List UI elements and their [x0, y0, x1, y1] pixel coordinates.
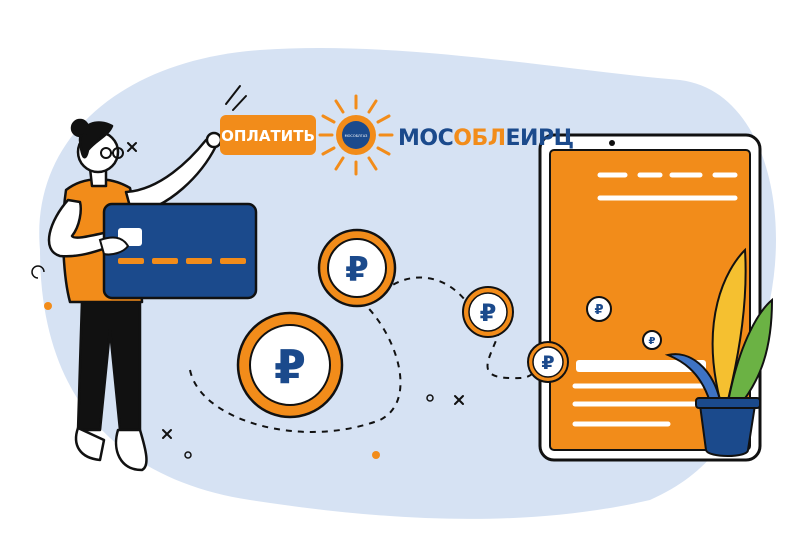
- credit-card: [98, 202, 258, 300]
- coin-large: ₽: [236, 311, 344, 419]
- pay-button[interactable]: ОПЛАТИТЬ: [220, 115, 316, 155]
- decor-arc: [31, 265, 45, 279]
- logo-text-part: ЕИРЦ: [506, 126, 574, 151]
- svg-text:МОСОБЛЕИРЦ: МОСОБЛЕИРЦ: [398, 126, 574, 151]
- decor-dot: [184, 451, 192, 459]
- logo-text-part: ОБЛ: [453, 126, 505, 151]
- coin-small: ₽: [527, 341, 569, 383]
- sparkle-icon: [127, 85, 464, 439]
- ruble-icon: ₽: [274, 340, 306, 394]
- coin-small: ₽: [462, 286, 514, 338]
- mosobleirts-logo: МОСОБЛГАЗ МОСОБЛЕИРЦ: [318, 94, 574, 176]
- decor-dot: [372, 451, 380, 459]
- ruble-icon: ₽: [649, 336, 656, 347]
- ruble-icon: ₽: [345, 250, 369, 290]
- ruble-icon: ₽: [541, 352, 554, 374]
- logo-text-part: МОС: [398, 126, 453, 151]
- plant-decoration: [664, 247, 774, 457]
- coin-tiny: ₽: [586, 296, 612, 322]
- coin-tiny: ₽: [642, 330, 662, 350]
- ruble-icon: ₽: [480, 299, 497, 327]
- decor-dot: [44, 302, 52, 310]
- pay-button-label: ОПЛАТИТЬ: [221, 127, 315, 145]
- ruble-icon: ₽: [594, 303, 603, 318]
- decor-dot: [426, 394, 434, 402]
- emblem-label: МОСОБЛГАЗ: [345, 134, 369, 138]
- coin-medium: ₽: [317, 228, 397, 308]
- sun-emblem-icon: МОСОБЛГАЗ: [318, 94, 394, 176]
